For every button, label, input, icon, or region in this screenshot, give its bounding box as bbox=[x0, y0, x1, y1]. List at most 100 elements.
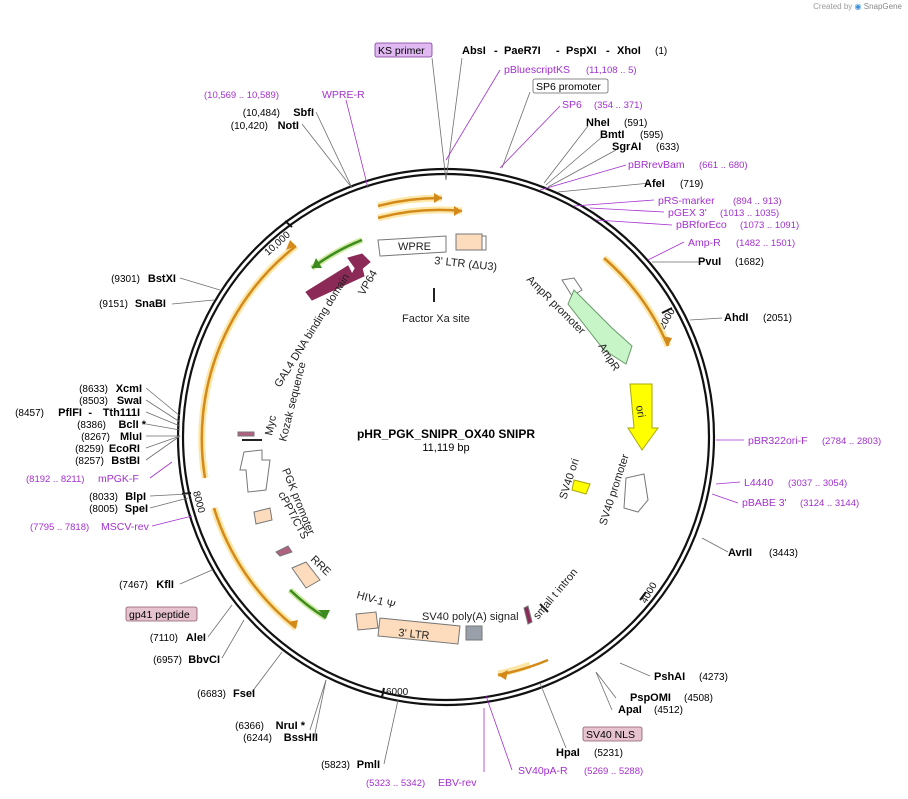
site-bcli[interactable]: BclI * bbox=[118, 419, 146, 431]
svg-text:-: - bbox=[556, 45, 560, 57]
site-blpi[interactable]: BlpI bbox=[125, 491, 146, 503]
ltr-label: 3' LTR bbox=[398, 627, 430, 642]
sites-left: (5823) PmlI (6244) BssHII (6366) NruI * … bbox=[15, 107, 380, 771]
primer-amp-r[interactable]: Amp-R bbox=[688, 237, 721, 249]
site-mlui[interactable]: MluI bbox=[120, 431, 142, 443]
site-bcli-pos: (8386) bbox=[77, 420, 106, 431]
credit-prefix: Created by bbox=[813, 2, 853, 11]
primer-sp6[interactable]: SP6 bbox=[562, 99, 582, 111]
site-bbvci[interactable]: BbvCI bbox=[188, 654, 220, 666]
ks-primer-box[interactable]: KS primer bbox=[374, 42, 433, 58]
site-pflfi[interactable]: PflFI bbox=[58, 407, 82, 419]
ks-primer-label: KS primer bbox=[378, 45, 425, 57]
primer-pbrforeco-pos: (1073 .. 1091) bbox=[740, 220, 799, 231]
site-bsshii-pos: (6244) bbox=[243, 733, 272, 744]
site-swai-pos: (8503) bbox=[79, 396, 108, 407]
site-sgrai[interactable]: SgrAI bbox=[612, 141, 641, 153]
ori-label: ori bbox=[633, 404, 647, 418]
site-snabi-pos: (9151) bbox=[99, 299, 128, 310]
svg-text:-: - bbox=[494, 45, 498, 57]
site-bsshii[interactable]: BssHII bbox=[284, 732, 318, 744]
site-avrii-pos: (3443) bbox=[769, 548, 798, 559]
primer-prs-marker[interactable]: pRS-marker bbox=[658, 195, 715, 207]
site-xcmi[interactable]: XcmI bbox=[116, 383, 142, 395]
site-ecori-pos: (8259) bbox=[75, 444, 104, 455]
primer-mpgk-f[interactable]: mPGK-F bbox=[98, 473, 139, 485]
primer-ebv-rev-pos: (5323 .. 5342) bbox=[366, 778, 425, 789]
site-absi[interactable]: AbsI bbox=[462, 45, 486, 57]
site-nrui[interactable]: NruI * bbox=[276, 720, 306, 732]
site-paer7i[interactable]: PaeR7I bbox=[504, 45, 541, 57]
primer-sv40pa-r-pos: (5269 .. 5288) bbox=[584, 766, 643, 777]
primer-pbrrevbam-pos: (661 .. 680) bbox=[699, 160, 748, 171]
site-bstbi-pos: (8257) bbox=[75, 456, 104, 467]
plasmid-length: 11,119 bp bbox=[422, 442, 469, 454]
plasmid-name: pHR_PGK_SNIPR_OX40 SNIPR bbox=[357, 427, 535, 441]
site-afei[interactable]: AfeI bbox=[644, 178, 665, 190]
site-kfli[interactable]: KflI bbox=[156, 579, 174, 591]
orf-arrowheads bbox=[286, 193, 672, 680]
site-fsei-pos: (6683) bbox=[197, 689, 226, 700]
sp6-promoter-label: SP6 promoter bbox=[536, 81, 601, 93]
primer-wpre-r[interactable]: WPRE-R bbox=[322, 89, 365, 101]
green-arrowhead bbox=[312, 258, 322, 268]
hiv1-psi-label: HIV-1 Ψ bbox=[355, 589, 397, 611]
gp41-peptide-label: gp41 peptide bbox=[129, 609, 190, 621]
site-pshai[interactable]: PshAI bbox=[654, 671, 685, 683]
site-swai[interactable]: SwaI bbox=[117, 395, 142, 407]
site-bstxi-pos: (9301) bbox=[111, 274, 140, 285]
svg-text:-: - bbox=[88, 407, 92, 419]
primer-prs-marker-pos: (894 .. 913) bbox=[733, 196, 782, 207]
site-snabi[interactable]: SnaBI bbox=[135, 298, 166, 310]
primer-pbrrevbam[interactable]: pBRrevBam bbox=[628, 159, 685, 171]
site-pvui[interactable]: PvuI bbox=[698, 256, 721, 268]
site-bstxi[interactable]: BstXI bbox=[148, 273, 176, 285]
primer-pbabe3[interactable]: pBABE 3' bbox=[742, 497, 787, 509]
site-hpai[interactable]: HpaI bbox=[556, 747, 580, 759]
myc-label: Myc bbox=[263, 414, 279, 437]
primer-l4440[interactable]: L4440 bbox=[744, 477, 773, 489]
site-noti[interactable]: NotI bbox=[278, 120, 299, 132]
site-spei[interactable]: SpeI bbox=[125, 503, 148, 515]
site-tth111i[interactable]: Tth111I bbox=[103, 407, 140, 419]
gp41-peptide-box[interactable]: gp41 peptide bbox=[125, 606, 198, 622]
site-sbfi[interactable]: SbfI bbox=[293, 107, 314, 119]
site-xhoi-pos: (1) bbox=[655, 46, 667, 57]
sv40-nls-box[interactable]: SV40 NLS bbox=[582, 726, 643, 742]
site-pspomi[interactable]: PspOMI bbox=[630, 692, 671, 704]
site-hpai-pos: (5231) bbox=[594, 748, 623, 759]
primer-sv40pa-r[interactable]: SV40pA-R bbox=[518, 765, 568, 777]
site-nhei[interactable]: NheI bbox=[586, 117, 610, 129]
site-pspxi[interactable]: PspXI bbox=[566, 45, 597, 57]
site-xhoi[interactable]: XhoI bbox=[617, 45, 641, 57]
site-apai[interactable]: ApaI bbox=[618, 704, 642, 716]
primer-mscv-rev-pos: (7795 .. 7818) bbox=[30, 522, 89, 533]
site-crui-pos: (6366) bbox=[235, 721, 264, 732]
site-pmli[interactable]: PmlI bbox=[357, 759, 380, 771]
primer-mpgk-f-pos: (8192 .. 8211) bbox=[26, 474, 84, 485]
site-ecori[interactable]: EcoRI bbox=[109, 443, 140, 455]
site-bbvci-pos: (6957) bbox=[153, 655, 182, 666]
site-apai-pos: (4512) bbox=[654, 705, 683, 716]
primer-pbr322ori-f[interactable]: pBR322ori-F bbox=[748, 435, 808, 447]
site-sbfi-pos: (10,484) bbox=[243, 108, 280, 119]
site-blpi-pos: (8033) bbox=[89, 492, 118, 503]
site-avrii[interactable]: AvrII bbox=[728, 547, 752, 559]
svg-text:-: - bbox=[606, 45, 610, 57]
site-bstbi[interactable]: BstBI bbox=[111, 455, 140, 467]
site-bmti[interactable]: BmtI bbox=[600, 129, 624, 141]
primer-pbluescriptks[interactable]: pBluescriptKS bbox=[504, 64, 570, 76]
primer-ebv-rev[interactable]: EBV-rev bbox=[438, 777, 477, 789]
sites-top: AbsI - PaeR7I - PspXI - XhoI (1) bbox=[462, 45, 667, 57]
primer-pgex3[interactable]: pGEX 3' bbox=[668, 207, 707, 219]
sp6-promoter-box[interactable]: SP6 promoter bbox=[532, 78, 609, 94]
site-xcmi-pos: (8633) bbox=[79, 384, 108, 395]
site-ahdi[interactable]: AhdI bbox=[724, 312, 748, 324]
primer-mscv-rev[interactable]: MSCV-rev bbox=[101, 521, 150, 533]
site-pmli-pos: (5823) bbox=[321, 760, 350, 771]
site-alei[interactable]: AleI bbox=[186, 632, 206, 644]
site-fsei[interactable]: FseI bbox=[233, 688, 255, 700]
primer-pbrforeco[interactable]: pBRforEco bbox=[676, 219, 727, 231]
primer-pbluescriptks-pos: (11,108 .. 5) bbox=[586, 65, 637, 76]
sv40-nls-label: SV40 NLS bbox=[586, 729, 635, 741]
